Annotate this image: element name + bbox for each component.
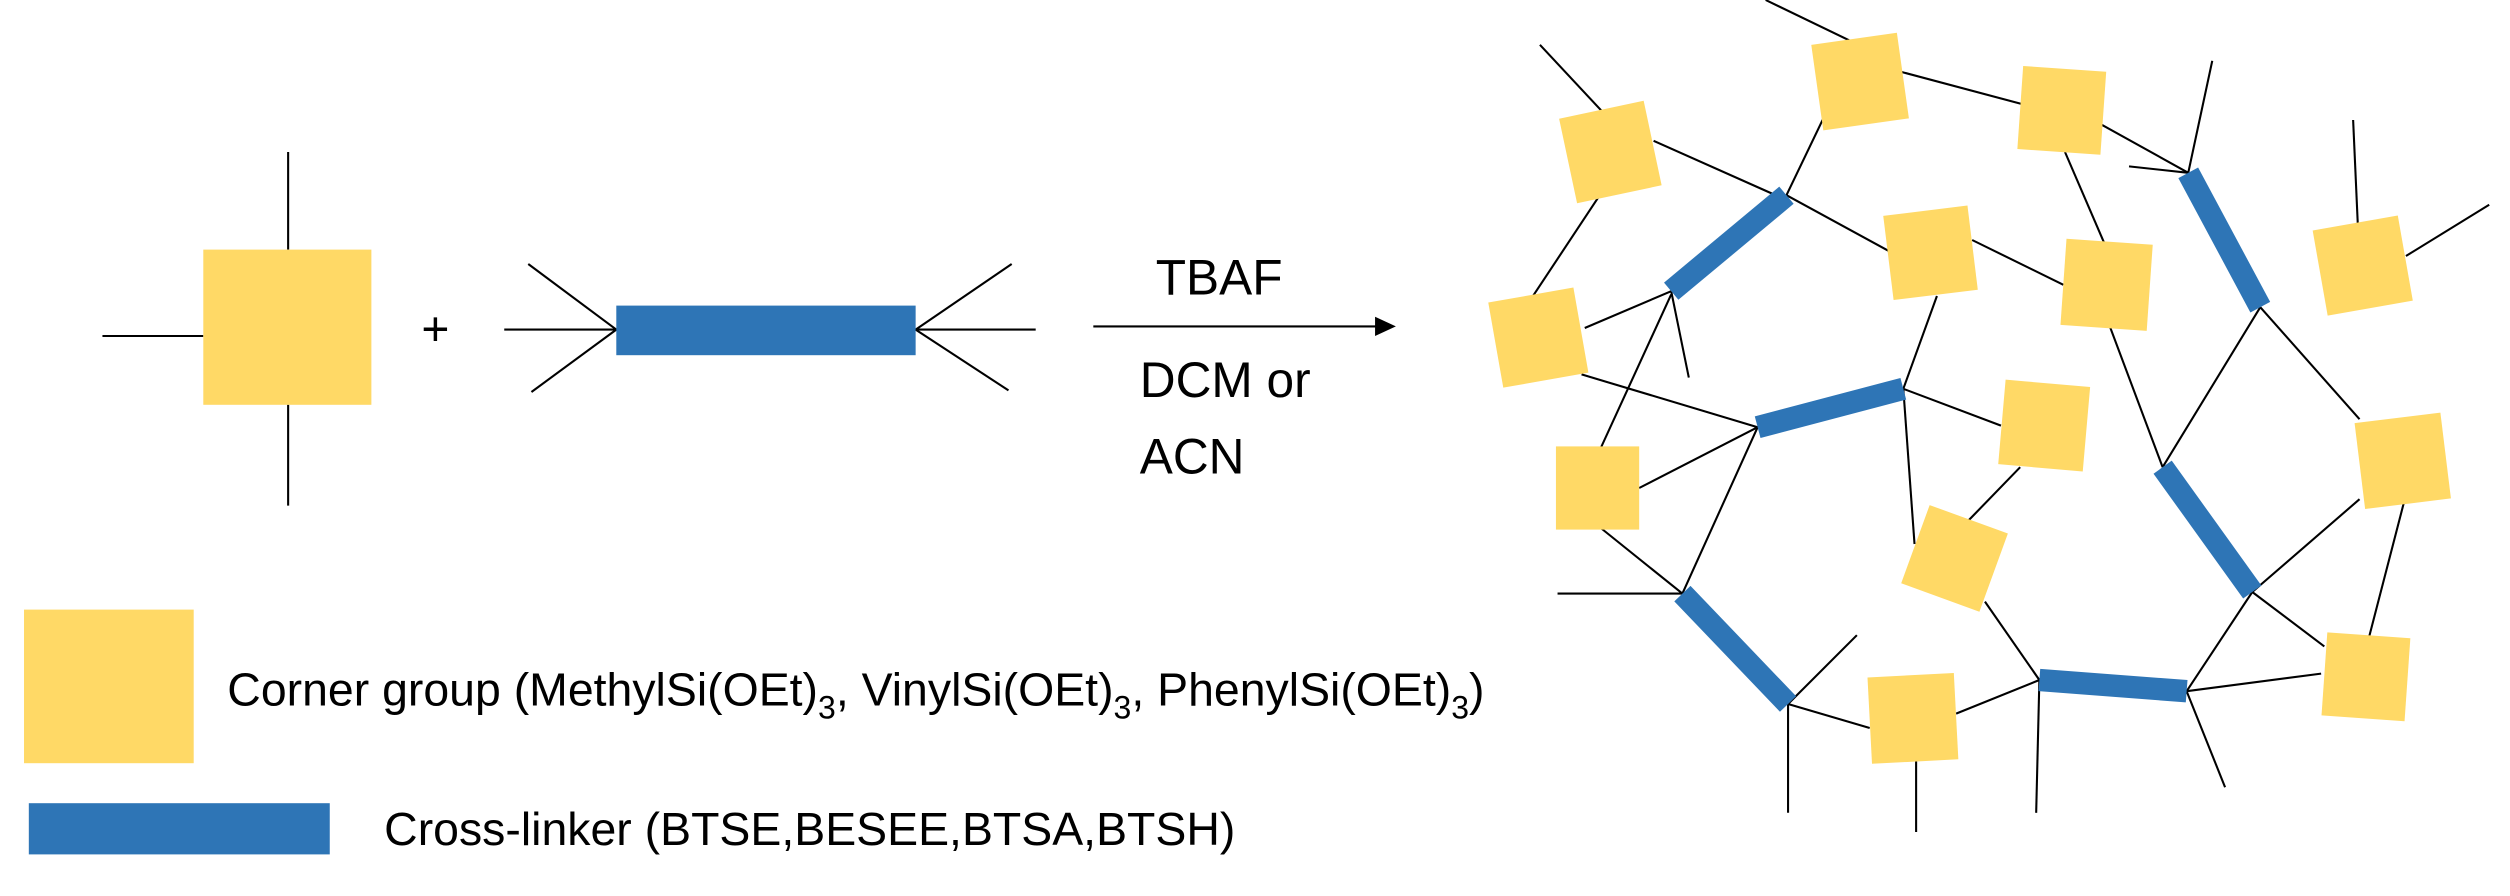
legend-cross-linker-label: Cross-linker (BTSE,BESEE,BTSA,BTSH)	[384, 803, 1235, 855]
network-cross-linker-bar	[1664, 186, 1794, 300]
arrow-head	[1375, 316, 1396, 336]
legend-corner-text-part: Corner group (MethylSi(OEt)	[227, 664, 818, 716]
network-corner-group-square	[2017, 65, 2107, 155]
network-bond-line	[2352, 119, 2359, 228]
network-bond-line	[1670, 290, 1690, 378]
network-bond-line	[2186, 672, 2322, 693]
network-bond-line	[1653, 139, 1787, 201]
network-bond-line	[1787, 634, 1858, 705]
network-bond-line	[2187, 60, 2214, 174]
network-cross-linker-bar	[2038, 668, 2188, 703]
network-bond-line	[1968, 466, 2021, 521]
product-network	[1488, 0, 2490, 832]
network-corner-group-square	[2321, 632, 2411, 722]
cross-linker-bar	[616, 305, 916, 356]
network-bond-line	[1681, 426, 1759, 595]
network-bond-line	[2405, 203, 2490, 257]
network-bond-line	[2064, 151, 2106, 246]
network-bond-line	[1531, 188, 1605, 299]
network-bond-line	[2128, 165, 2189, 174]
linker-left-arm-upper	[527, 263, 617, 331]
network-cross-linker-bar	[2153, 460, 2262, 599]
legend-corner-subscript: 3	[818, 689, 836, 725]
reactant-cross-linker	[504, 263, 1036, 393]
network-corner-group-square	[1488, 287, 1589, 388]
network-bond-line	[1787, 703, 1870, 729]
network-bond-line	[1765, 0, 1859, 46]
network-corner-group-square	[2060, 238, 2153, 331]
network-bond-line	[1539, 44, 1608, 118]
network-bond-line	[2108, 326, 2164, 468]
network-bond-line	[1902, 387, 2002, 427]
network-bond-line	[1971, 239, 2064, 286]
solvent-label-line1: DCM or	[1140, 352, 1311, 408]
linker-right-arm-lower	[915, 328, 1010, 392]
network-bond-line	[1901, 70, 2023, 106]
network-bond-line	[1984, 601, 2041, 681]
network-bond-line	[2251, 498, 2361, 593]
network-bond-line	[2185, 591, 2254, 692]
linker-right-arm-upper	[915, 263, 1013, 331]
network-bond-line	[2185, 690, 2227, 788]
network-corner-group-square	[1559, 100, 1662, 204]
legend-corner-text-part: )	[1469, 664, 1484, 716]
plus-sign: +	[421, 304, 449, 357]
network-corner-group-square	[1867, 672, 1959, 764]
network-bond-line	[2368, 500, 2406, 638]
network-bond-line	[2101, 123, 2189, 174]
network-bond-line	[1600, 527, 1684, 595]
network-bond-line	[2161, 306, 2262, 468]
network-bond-line	[1638, 426, 1759, 489]
network-corner-group-square	[1998, 379, 2091, 472]
network-corner-group-square	[2354, 412, 2451, 509]
legend-corner-group-label: Corner group (MethylSi(OEt)3, VinylSi(OE…	[227, 664, 1484, 726]
network-bond-line	[1785, 194, 1893, 254]
network-corner-group-square	[1555, 446, 1640, 530]
network-bond-line	[1902, 295, 1938, 390]
network-cross-linker-bar	[1754, 377, 1907, 439]
network-bond-line	[2251, 591, 2325, 648]
network-cross-linker-bar	[1674, 585, 1797, 712]
network-corner-group-square	[1883, 205, 1978, 301]
network-bond-line	[1599, 293, 1673, 449]
legend-corner-text-part: , VinylSi(OEt)	[836, 664, 1114, 716]
network-bond-line	[1902, 388, 1916, 545]
corner-group-square	[203, 249, 372, 405]
network-bond-line	[1581, 373, 1758, 429]
network-corner-group-square	[1811, 32, 1909, 131]
network-bond-line	[2259, 306, 2361, 420]
network-cross-linker-bar	[2178, 167, 2271, 313]
solvent-label-line2: ACN	[1140, 429, 1245, 485]
legend-corner-subscript: 3	[1114, 689, 1132, 725]
network-bond-line	[1955, 679, 2040, 715]
legend-corner-group-swatch	[24, 609, 194, 764]
legend-cross-linker-swatch	[28, 803, 330, 855]
legend-corner-subscript: 3	[1451, 689, 1469, 725]
network-corner-group-square	[2312, 215, 2413, 316]
reactant-corner-group	[102, 152, 372, 506]
linker-left-arm-lower	[530, 328, 617, 393]
legend: Corner group (MethylSi(OEt)3, VinylSi(OE…	[24, 609, 1484, 855]
legend-corner-text-part: , PhenylSi(OEt)	[1131, 664, 1451, 716]
reaction-arrow	[1093, 316, 1396, 336]
network-bond-line	[1785, 114, 1826, 196]
network-bond-line	[2035, 679, 2041, 813]
reagent-label: TBAF	[1156, 249, 1283, 305]
network-bond-line	[1584, 290, 1672, 329]
network-corner-group-square	[1901, 505, 2008, 612]
